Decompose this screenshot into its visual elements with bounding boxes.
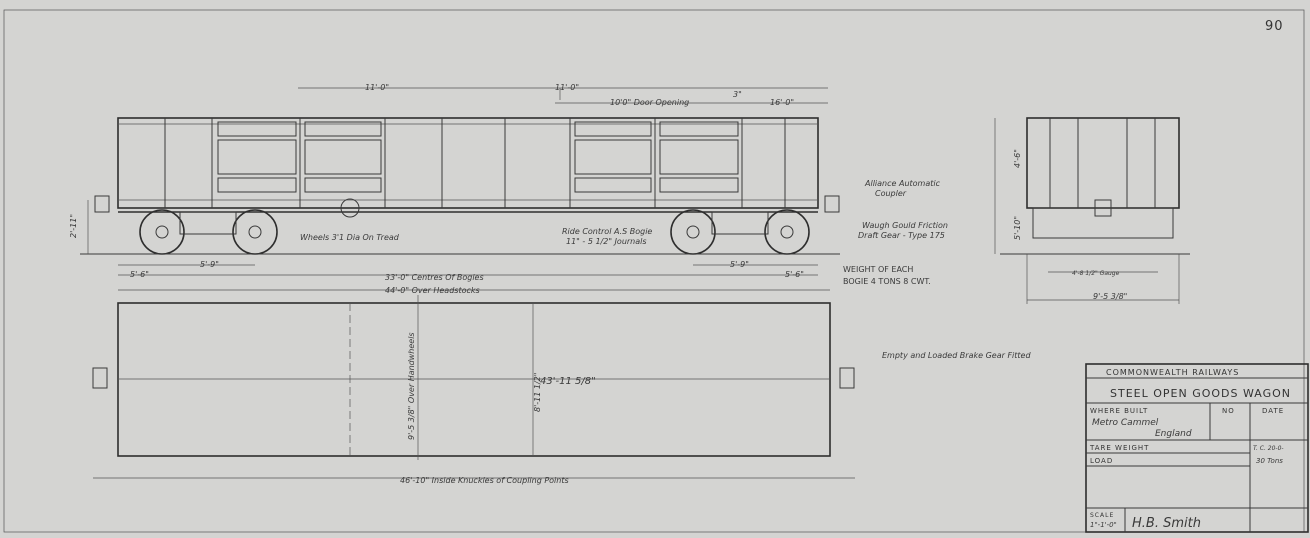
dim-top-1: 11'-0" [365, 83, 389, 92]
end-height-upper: 4'-6" [1013, 149, 1022, 168]
gauge-dim: 4'-8 1/2" Gauge [1072, 270, 1120, 277]
plan-inside-width: 8'-11 1/2" [533, 373, 542, 412]
end-width-dim: 9'-5 3/8" [1093, 292, 1127, 301]
plan-inside-length: 43'-11 5/8" [540, 376, 596, 387]
title-block: COMMONWEALTH RAILWAYS STEEL OPEN GOODS W… [1085, 363, 1309, 533]
sheet-number: 90 [1265, 19, 1284, 34]
dim-top-2: 11'-0" [555, 83, 579, 92]
bogie-note-2: 11" - 5 1/2" Journals [566, 237, 647, 246]
number-label: NO [1222, 407, 1235, 415]
load-value: 30 Tons [1256, 457, 1283, 465]
knuckles-dim: 46'-10" Inside Knuckles of Coupling Poin… [400, 476, 569, 485]
bogie-left [139, 209, 278, 255]
bogie-note-1: Ride Control A.S Bogie [562, 227, 652, 236]
drawing-title: STEEL OPEN GOODS WAGON [1110, 387, 1291, 400]
dim-5-9-left: 5'-9" [200, 260, 219, 269]
over-headstocks: 44'-0" Over Headstocks [385, 286, 480, 295]
railway-name: COMMONWEALTH RAILWAYS [1106, 368, 1239, 377]
end-view: 4'-6" 5'-10" 4'-8 1/2" Gauge 9'-5 3/8" [994, 117, 1190, 304]
dim-3in: 3" [733, 90, 742, 99]
over-handwheels-dim: 9'-5 3/8" Over Handwheels [407, 332, 416, 440]
weight-note-2: BOGIE 4 TONS 8 CWT. [843, 277, 931, 286]
dim-5-9-right: 5'-9" [730, 260, 749, 269]
tare-weight-value: T. C. 20-0- [1253, 445, 1284, 452]
height-left-dim: 2'-11" [69, 214, 78, 238]
door-opening-dim: 10'0" Door Opening [610, 98, 689, 107]
body-stanchions [164, 118, 786, 208]
wheels-note: Wheels 3'1 Dia On Tread [300, 233, 400, 242]
draft-gear-note-1: Waugh Gould Friction [862, 221, 948, 230]
date-label: DATE [1262, 407, 1284, 415]
bogie-right [670, 209, 810, 255]
dim-16ft: 16'-0" [770, 98, 794, 107]
scale-value: 1"-1'-0" [1090, 521, 1117, 529]
draft-gear-note-2: Draft Gear - Type 175 [858, 231, 945, 240]
wagon-body [117, 117, 819, 209]
side-view: 11'-0" 11'-0" 10'0" Door Opening 3" 16'-… [69, 83, 840, 295]
sheet-border [3, 9, 1305, 533]
coupler-left [94, 195, 110, 213]
scale-label: SCALE [1090, 512, 1114, 519]
builder-name: Metro Cammel [1092, 418, 1159, 428]
signature: H.B. Smith [1132, 516, 1201, 531]
coupler-note-1: Alliance Automatic [864, 179, 941, 188]
dim-5-6-left: 5'-6" [130, 270, 149, 279]
tare-weight-label: TARE WEIGHT [1089, 444, 1149, 452]
builder-country: England [1155, 429, 1192, 439]
plan-view: 43'-11 5/8" 8'-11 1/2" 9'-5 3/8" Over Ha… [92, 295, 855, 485]
dim-5-6-right: 5'-6" [785, 270, 804, 279]
weight-note-1: WEIGHT OF EACH [843, 265, 913, 274]
handbrake-wheel [340, 198, 360, 218]
where-built-label: WHERE BUILT [1090, 407, 1148, 415]
brake-note: Empty and Loaded Brake Gear Fitted [882, 351, 1031, 360]
doors [217, 121, 739, 193]
coupler-right [824, 195, 840, 213]
load-label: LOAD [1090, 457, 1113, 465]
centres-of-bogies: 33'-0" Centres Of Bogies [385, 273, 484, 282]
coupler-note-2: Coupler [875, 189, 907, 198]
end-height-lower: 5'-10" [1013, 216, 1022, 240]
